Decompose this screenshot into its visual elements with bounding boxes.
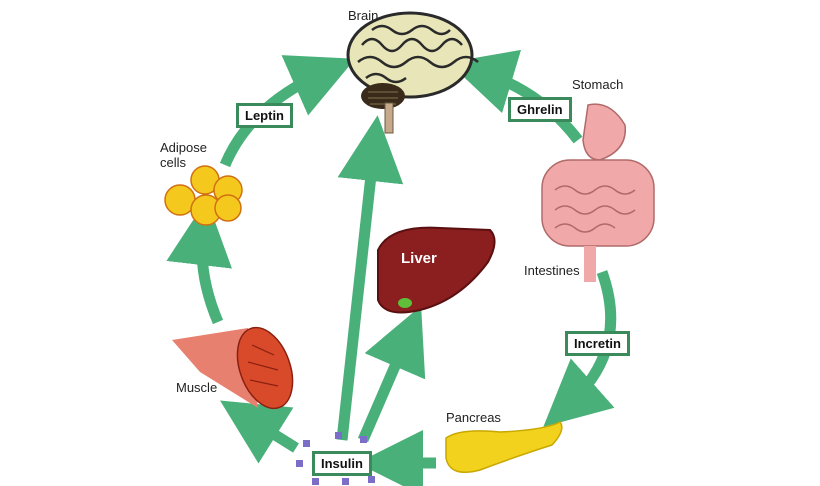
pancreas-label: Pancreas [446,410,501,425]
arrow-insulin-to-muscle [220,400,299,464]
stomach-label: Stomach [572,77,624,92]
insulin-particles [296,432,375,485]
adipose-cells-illustration [164,165,243,226]
arrow-insulin-to-brain [336,115,404,441]
arrow-muscle-to-adipose [166,199,232,325]
leptin-label: Leptin [236,103,293,128]
incretin-label: Incretin [565,331,630,356]
adipose-cells-label: Adipose cells [160,140,207,170]
insulin-label: Insulin [312,451,372,476]
intestines-label: Intestines [524,263,580,278]
pancreas-illustration [445,421,563,473]
brain-illustration [346,11,479,134]
ghrelin-label: Ghrelin [508,97,572,122]
arrow-insulin-to-liver [357,305,426,443]
liver-label: Liver [401,250,437,267]
muscle-illustration [172,326,294,410]
muscle-label: Muscle [176,380,218,395]
brain-label: Brain [348,8,379,23]
stomach-intestines-illustration [541,103,655,282]
liver-illustration [377,226,496,314]
